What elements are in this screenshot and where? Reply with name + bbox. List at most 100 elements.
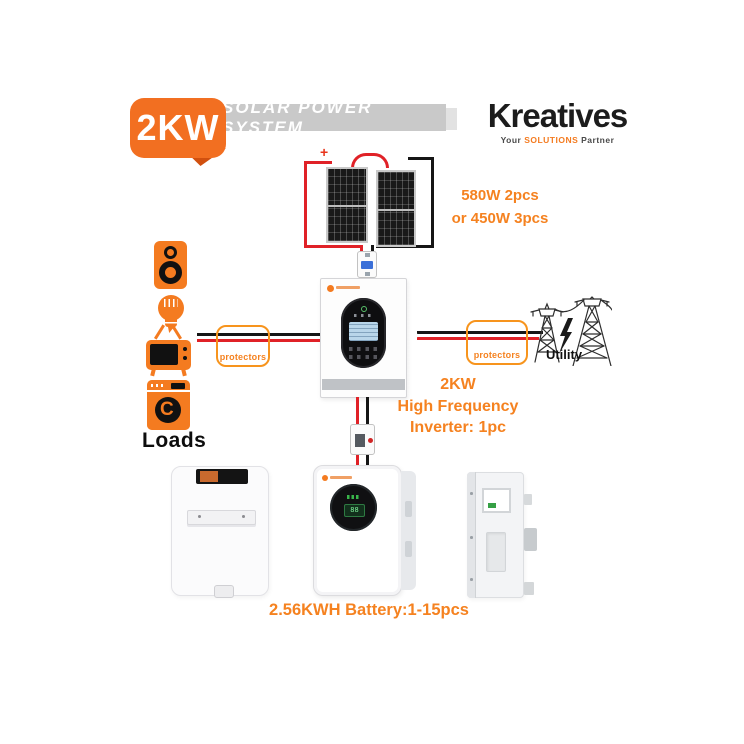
pv-wire-red (304, 161, 332, 164)
battery-side-slot (405, 501, 412, 517)
battery-unit: 88 (313, 465, 416, 596)
inverter-logo-text (336, 286, 360, 289)
tv-leg (150, 368, 156, 377)
positive-terminal-label: + (320, 144, 329, 160)
banner-tail-decoration (446, 108, 457, 130)
bracket-foot (214, 585, 234, 598)
washer-door (155, 397, 181, 423)
inverter-spec-line2: High Frequency (397, 397, 519, 415)
side-unit-handle-slot (486, 532, 506, 572)
inverter-lcd-screen (349, 322, 378, 341)
bulb-base (165, 319, 177, 327)
power-led-icon (361, 306, 367, 312)
tagline-pre: Your (500, 135, 525, 145)
breaker-switch (361, 261, 373, 269)
pv-wire-red (360, 245, 363, 253)
inverter-buttons (349, 347, 378, 351)
lightning-icon (559, 318, 573, 354)
speaker-tweeter (164, 246, 177, 259)
tagline-post: Partner (578, 135, 615, 145)
speaker-icon (154, 241, 187, 289)
status-led-row (354, 314, 374, 317)
banner-title: SOLAR POWER SYSTEM (222, 97, 373, 137)
inverter-logo-icon (327, 285, 334, 292)
tv-knob (183, 347, 187, 351)
inverter-base (322, 379, 405, 390)
side-unit-bracket (524, 528, 537, 551)
inverter-buttons (349, 355, 378, 359)
washer-display (171, 383, 185, 389)
tv-antenna (153, 324, 166, 340)
washing-machine-icon: C (147, 380, 190, 430)
breaker-terminal (365, 253, 370, 257)
tv-knob (183, 356, 187, 360)
battery-display: 88 (330, 484, 377, 531)
washer-buttons (151, 384, 163, 387)
grid-wire-red (417, 337, 539, 340)
screw-icon (242, 515, 245, 518)
speaker-woofer (159, 261, 182, 284)
washer-door-glass: C (160, 399, 174, 420)
light-bulb-icon (158, 295, 184, 321)
bracket-insert (200, 471, 218, 482)
screw-icon (470, 536, 473, 539)
breaker-terminal (365, 272, 370, 276)
inverter-control-panel (341, 298, 386, 368)
tagline-highlight: SOLUTIONS (524, 135, 579, 145)
battery-side-slot (405, 541, 412, 557)
battery-soc-leds (347, 495, 360, 499)
protector-label: protectors (473, 350, 521, 360)
load-wire-black (197, 333, 321, 336)
bulb-tip (168, 327, 174, 333)
breaker-indicator (368, 438, 373, 443)
breaker-body (355, 434, 365, 447)
pv-wire-black (371, 245, 374, 253)
wall-bracket (171, 466, 269, 598)
inverter-spec-label: 2KW High Frequency Inverter: 1pc (382, 374, 534, 439)
loads-label: Loads (142, 429, 207, 452)
protector-box-right: protectors (466, 320, 528, 365)
utility-label: Utility (545, 347, 583, 362)
bulb-filament (164, 299, 178, 307)
inverter-side-vents (407, 282, 418, 394)
grid-wire-black (417, 331, 543, 334)
side-unit-foot (524, 582, 534, 595)
utility-towers-icon (530, 296, 612, 366)
battery-breaker-icon (350, 424, 375, 455)
side-unit-bracket (524, 494, 532, 505)
side-unit-window (482, 488, 511, 513)
brand-logo: Kreatives Your SOLUTIONS Partner (470, 97, 645, 146)
panel-spec-line2: or 450W 3pcs (451, 210, 549, 227)
pv-breaker-icon (357, 251, 377, 278)
inverter-device (320, 278, 418, 398)
battery-side-view-unit (467, 470, 539, 600)
side-unit-edge (467, 472, 476, 598)
brand-tagline: Your SOLUTIONS Partner (470, 135, 645, 145)
panel-spec-line1: 580W 2pcs (461, 187, 539, 204)
load-wire-red (197, 339, 321, 342)
pv-wire-black (431, 157, 434, 248)
brand-name: Kreatives (487, 97, 629, 134)
screw-icon (470, 578, 473, 581)
panel-spec-label: 580W 2pcs or 450W 3pcs (428, 184, 572, 230)
screw-icon (470, 492, 473, 495)
protector-box-left: protectors (216, 325, 270, 367)
mounting-rail (187, 510, 256, 525)
panel-divider (378, 208, 414, 211)
inverter-spec-line3: Inverter: 1pc (409, 419, 507, 436)
pv-wire-red (304, 245, 362, 248)
battery-side (401, 471, 416, 590)
power-rating-text: 2KW (136, 107, 220, 148)
battery-logo-icon (322, 475, 328, 481)
inverter-spec-line1: 2KW (440, 376, 476, 393)
battery-logo-text (330, 476, 352, 479)
panel-divider (328, 205, 366, 207)
solar-panel-right (376, 170, 416, 247)
pv-wire-red (304, 161, 307, 248)
pv-wire-black (408, 157, 434, 160)
battery-display-value: 88 (344, 504, 365, 517)
panel-jumper-wire (351, 153, 389, 168)
side-unit-indicator (488, 503, 496, 508)
screw-icon (198, 515, 201, 518)
